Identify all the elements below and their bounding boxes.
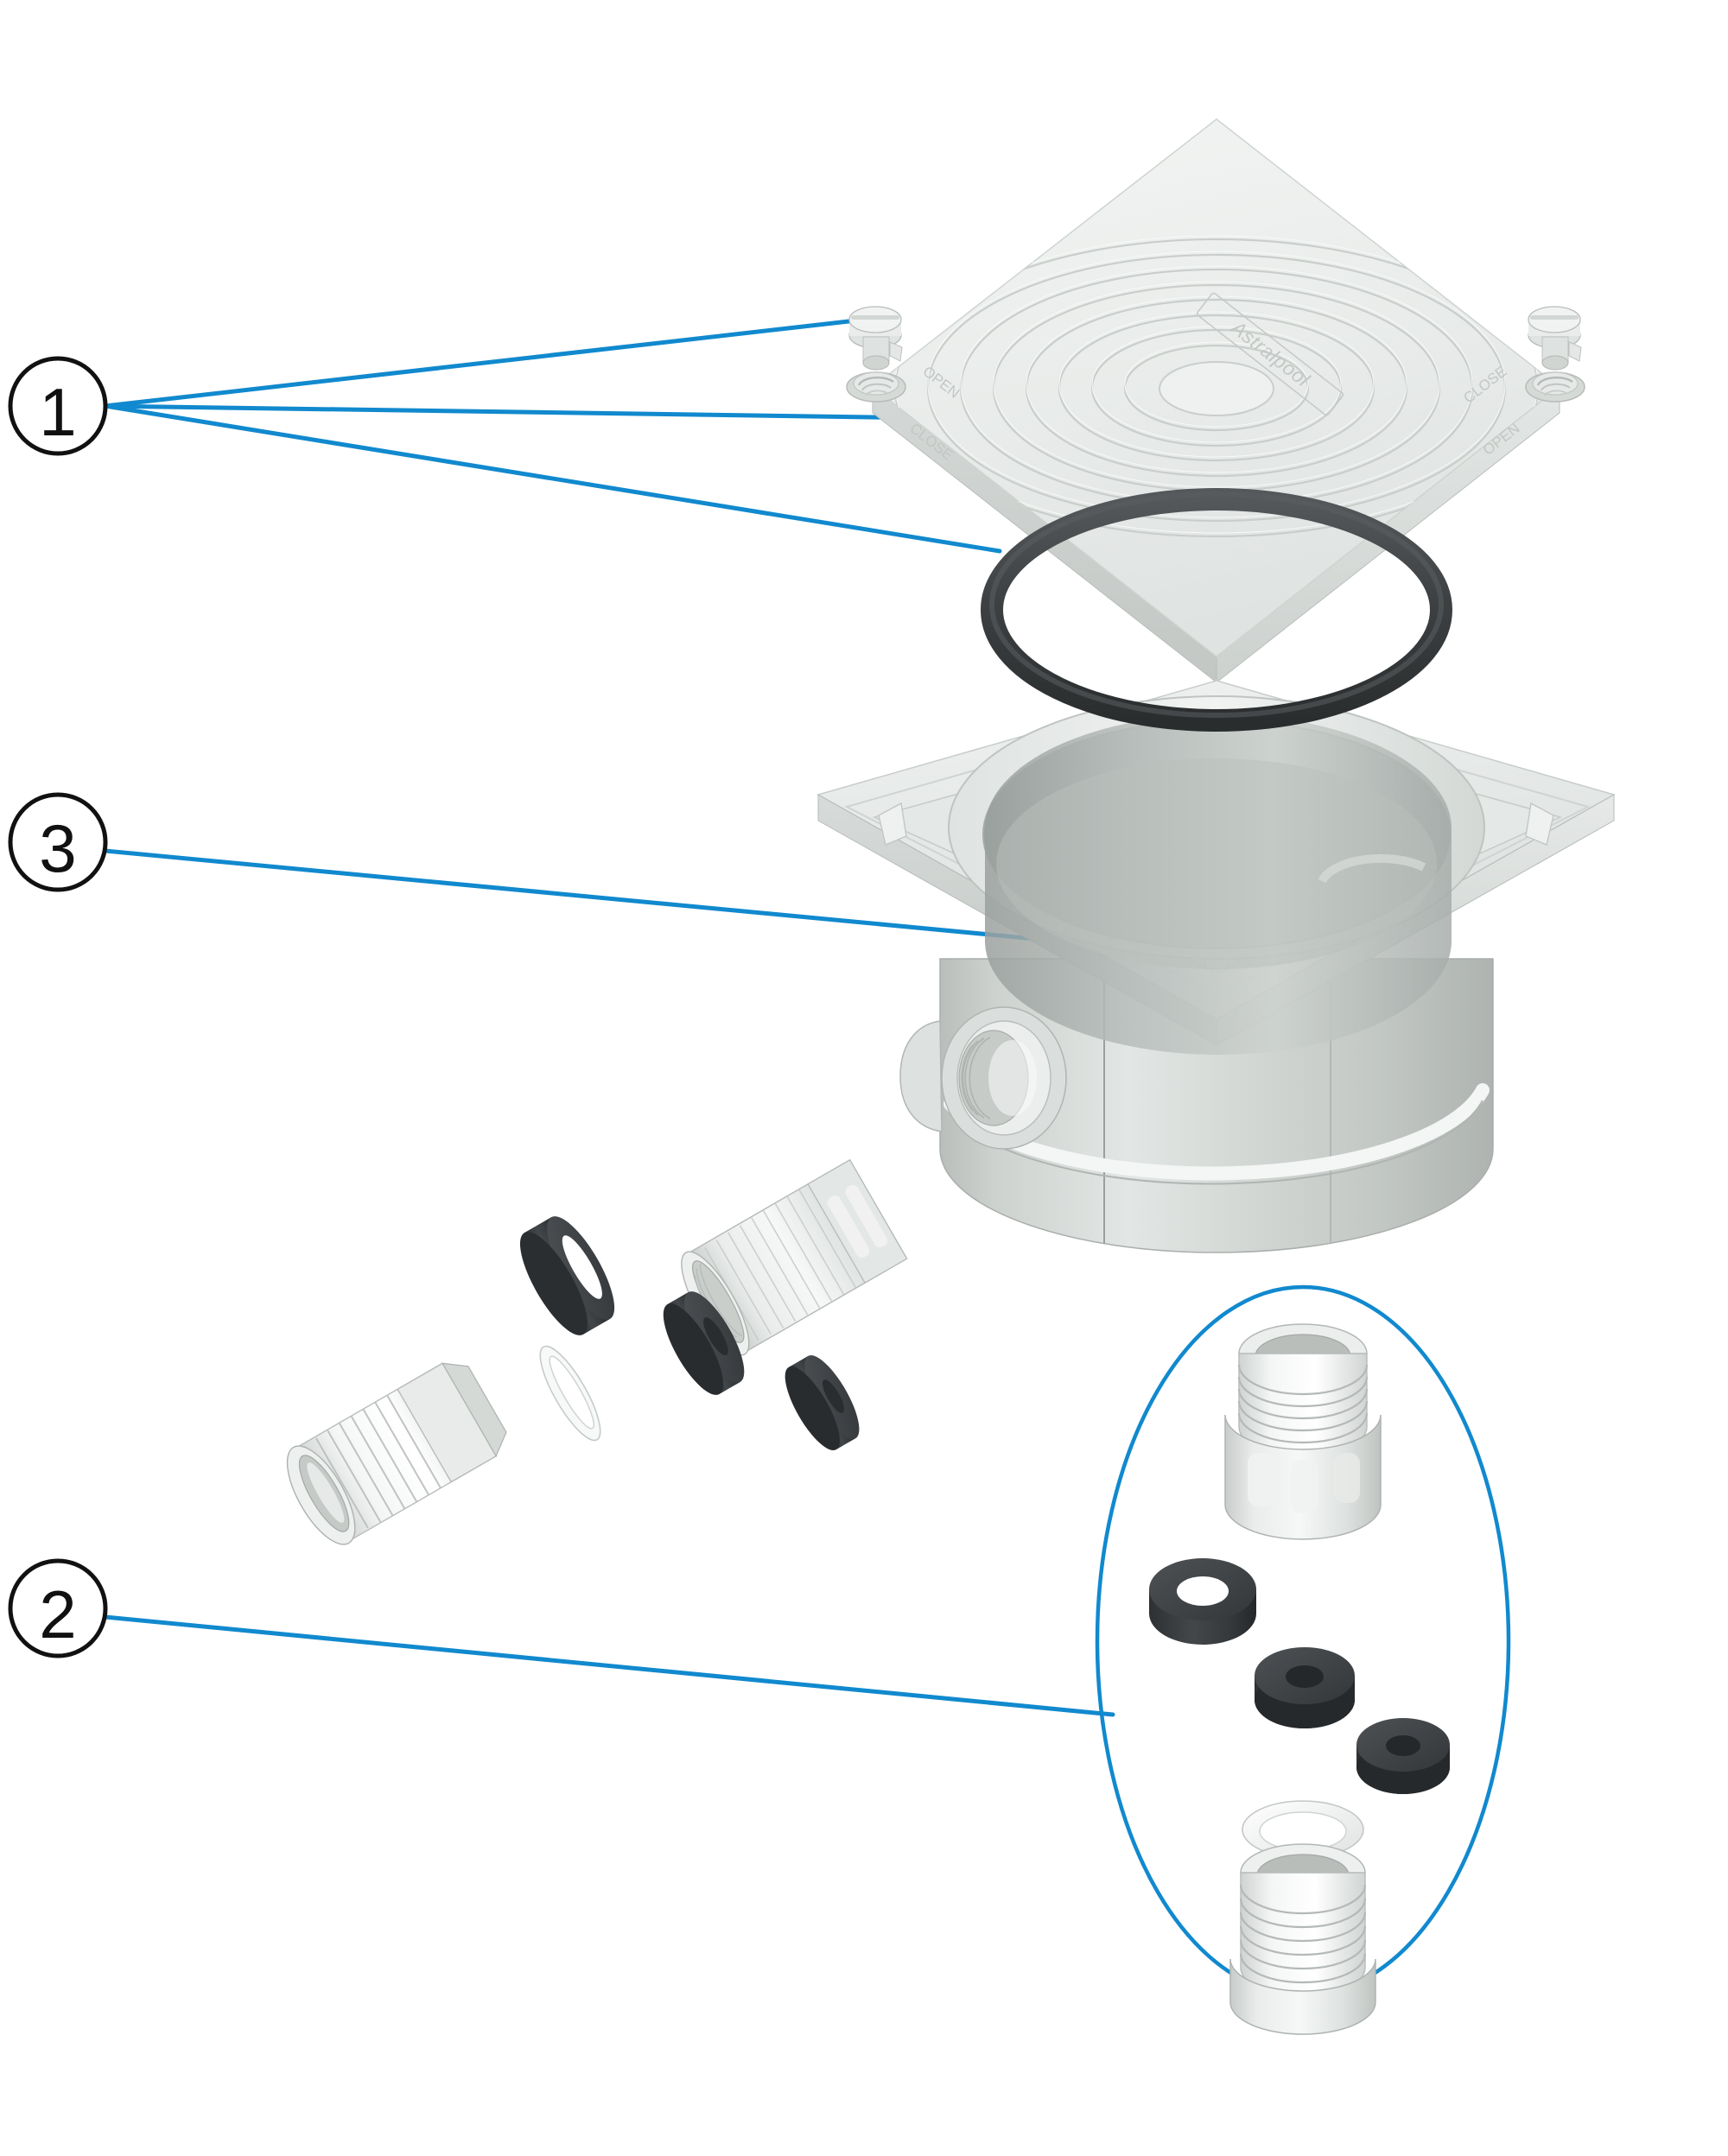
detail-rubber-grommet-large	[1255, 1647, 1355, 1728]
leader-1-to-screw	[103, 317, 867, 409]
rubber-grommet-small	[785, 1355, 860, 1450]
detail-male-adapter-bottom	[1229, 1843, 1376, 2035]
detail-ellipse-group	[1095, 1284, 1511, 2035]
detail-male-adapter-top	[1224, 1323, 1382, 1540]
callout-3-label: 3	[39, 810, 76, 886]
detail-rubber-grommet-small	[1356, 1718, 1450, 1794]
detail-rubber-seal-ring	[1149, 1558, 1256, 1645]
threaded-fitting-set	[286, 1158, 908, 1545]
leader-1-to-plate	[103, 403, 990, 422]
callout-1-label: 1	[39, 374, 76, 450]
callout-1[interactable]: 1	[8, 356, 108, 456]
callouts: 1 3 2	[8, 356, 108, 1658]
cover-screw-left	[848, 306, 903, 371]
leader-lines	[103, 317, 1115, 1717]
white-washer-ring	[539, 1345, 601, 1442]
leader-2-to-detail	[103, 1614, 1115, 1717]
cover-screw-right	[1528, 306, 1582, 371]
callout-2[interactable]: 2	[8, 1558, 108, 1658]
rubber-grommet-large	[663, 1291, 745, 1395]
leader-3-to-body	[103, 848, 1093, 947]
rubber-seal-ring	[519, 1216, 615, 1335]
male-threaded-nipple	[286, 1362, 507, 1545]
female-threaded-coupling	[681, 1158, 908, 1356]
o-ring-gasket	[981, 488, 1452, 732]
leader-1-to-oring	[103, 403, 1002, 554]
cover-plate-center-boss	[1159, 361, 1274, 416]
sump-body-side-port	[899, 1006, 1067, 1150]
sump-body	[816, 680, 1616, 1253]
cover-plate: Astralpool OPEN CLOSE	[846, 118, 1585, 684]
callout-2-label: 2	[39, 1576, 76, 1652]
callout-3[interactable]: 3	[8, 792, 108, 892]
